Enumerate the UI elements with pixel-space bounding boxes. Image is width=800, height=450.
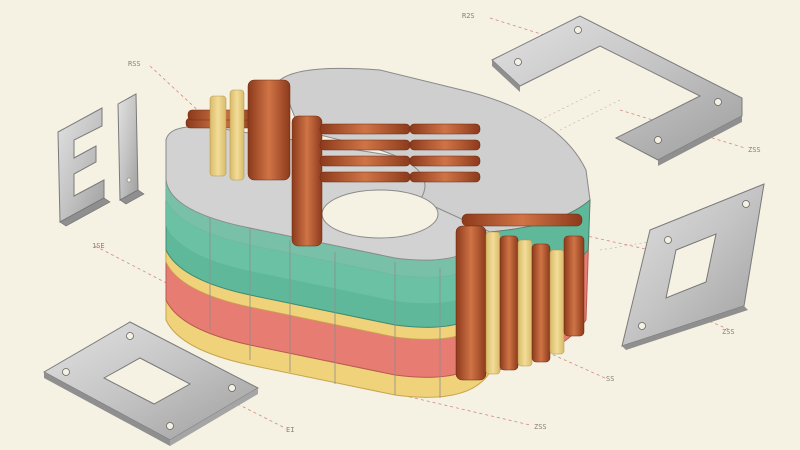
coil-turn (319, 139, 411, 151)
callout-label: 1SE (92, 242, 105, 250)
e-lamination-icon (57, 107, 111, 227)
i-lamination-icon (117, 93, 145, 205)
insulation-tan (229, 89, 245, 181)
callout-label: RSS (128, 60, 141, 68)
layer-teal-upper (166, 180, 490, 304)
callout-label: ZSS (748, 146, 761, 154)
core-window (321, 189, 439, 239)
bracket-icon (491, 15, 743, 166)
callout-label: R2S (462, 12, 475, 20)
segment-lines (209, 205, 441, 398)
coil-turn (319, 123, 411, 135)
insulation-tan (209, 95, 227, 177)
plate-icon (42, 321, 260, 446)
construction-line (559, 99, 621, 131)
coil-turn (409, 123, 481, 135)
callout-label: EI (286, 426, 294, 434)
coil-bundle (455, 225, 487, 381)
coil-bundle (563, 235, 585, 337)
coil-bundle (291, 115, 323, 247)
coil-turn (409, 139, 481, 151)
coil-turn (409, 155, 481, 167)
callout-labels: RSS R2S 1SE ZSS ZSS SS ZSS EI (92, 12, 761, 434)
insulation-tan (517, 239, 533, 367)
winding-icon (185, 79, 585, 381)
leader-line (619, 109, 746, 149)
coil-bundle (531, 243, 551, 363)
insulation-tan (549, 249, 565, 355)
callout-label: ZSS (534, 423, 547, 431)
coil-turn (461, 213, 583, 227)
coil-bundle (247, 79, 291, 181)
plate-icon (621, 183, 765, 350)
construction-line (539, 89, 601, 121)
coil-turn (319, 155, 411, 167)
coil-bundle (499, 235, 519, 371)
leader-line (199, 384, 286, 429)
insulation-tan (485, 231, 501, 375)
coil-turn (319, 171, 411, 183)
coil-turn (409, 171, 481, 183)
callout-label: ZSS (722, 328, 735, 336)
callout-label: SS (606, 375, 614, 383)
